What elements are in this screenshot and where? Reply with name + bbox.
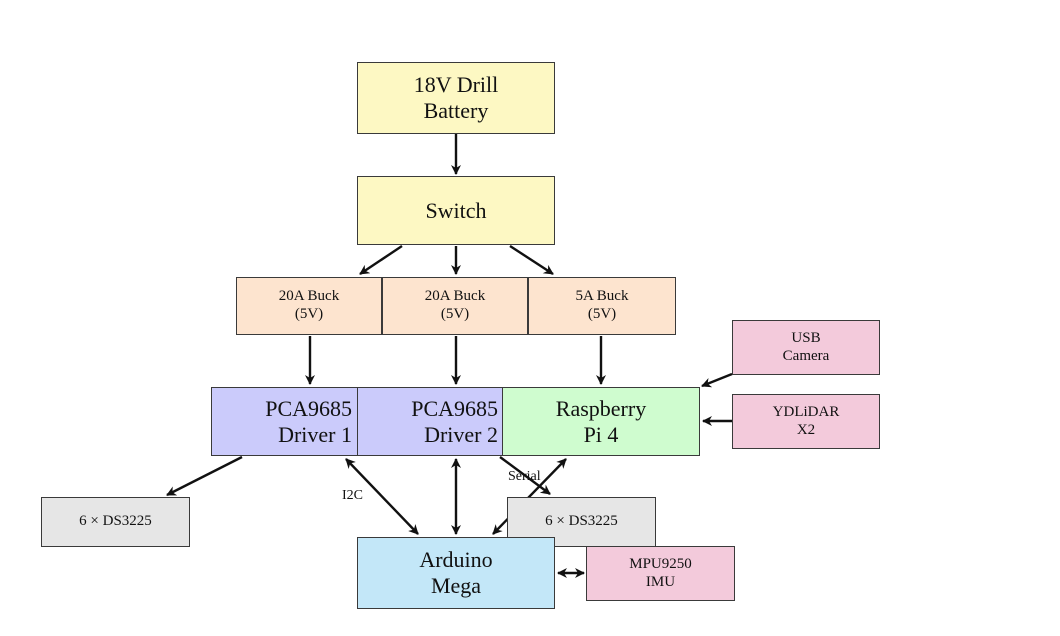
buck3-label-line1: 5A Buck bbox=[575, 288, 629, 305]
mpu-label-line1: MPU9250 bbox=[629, 555, 692, 572]
battery-node: 18V Drill Battery bbox=[357, 62, 555, 134]
arrow-rpi-arduino-serial bbox=[492, 458, 567, 535]
rpi-label-line2: Pi 4 bbox=[583, 421, 619, 447]
switch-label: Switch bbox=[425, 197, 487, 223]
raspberry-pi-node: Raspberry Pi 4 bbox=[502, 387, 700, 456]
pca2-node: PCA9685 Driver 2 bbox=[357, 387, 505, 456]
pca1-label-line2: Driver 1 bbox=[278, 421, 352, 447]
servo-group-1-node: 6 × DS3225 bbox=[41, 497, 190, 547]
arduino-label-line2: Mega bbox=[430, 573, 482, 598]
rpi-label-line1: Raspberry bbox=[555, 395, 647, 421]
usbcam-label-line2: Camera bbox=[782, 347, 830, 364]
buck1-node: 20A Buck (5V) bbox=[236, 277, 382, 335]
arrow-switch-buck3 bbox=[509, 244, 554, 276]
pca1-node: PCA9685 Driver 1 bbox=[211, 387, 359, 456]
mpu-label-line2: IMU bbox=[645, 573, 676, 590]
serial-edge-label: Serial bbox=[508, 469, 541, 484]
ds2-label: 6 × DS3225 bbox=[545, 513, 618, 530]
arrow-pca1-ds1 bbox=[166, 455, 243, 497]
usbcam-label-line1: USB bbox=[791, 329, 821, 346]
buck1-label-line1: 20A Buck bbox=[278, 288, 340, 305]
arrow-pca1-arduino-i2c bbox=[345, 458, 419, 535]
arduino-mega-node: Arduino Mega bbox=[357, 537, 555, 609]
pca1-label-line1: PCA9685 bbox=[265, 395, 352, 421]
buck3-label-line2: (5V) bbox=[587, 306, 617, 322]
imu-node: MPU9250 IMU bbox=[586, 546, 735, 601]
usb-camera-node: USB Camera bbox=[732, 320, 880, 375]
i2c-edge-label: I2C bbox=[342, 488, 363, 503]
lidar-label-line2: X2 bbox=[796, 421, 816, 438]
ds1-label: 6 × DS3225 bbox=[79, 513, 152, 530]
arduino-label-line1: Arduino bbox=[419, 547, 493, 573]
pca2-label-line2: Driver 2 bbox=[424, 421, 498, 447]
lidar-label-line1: YDLiDAR bbox=[772, 403, 840, 420]
battery-label-line1: 18V Drill bbox=[413, 72, 499, 98]
buck3-node: 5A Buck (5V) bbox=[528, 277, 676, 335]
switch-node: Switch bbox=[357, 176, 555, 245]
buck2-node: 20A Buck (5V) bbox=[382, 277, 528, 335]
buck2-label-line1: 20A Buck bbox=[424, 288, 486, 305]
arrow-switch-buck1 bbox=[359, 245, 403, 275]
pca2-label-line1: PCA9685 bbox=[411, 395, 498, 421]
arrow-usbcam-rpi bbox=[701, 372, 733, 388]
lidar-node: YDLiDAR X2 bbox=[732, 394, 880, 449]
buck2-label-line2: (5V) bbox=[440, 306, 470, 322]
buck1-label-line2: (5V) bbox=[294, 306, 324, 322]
battery-label-line2: Battery bbox=[423, 98, 489, 123]
